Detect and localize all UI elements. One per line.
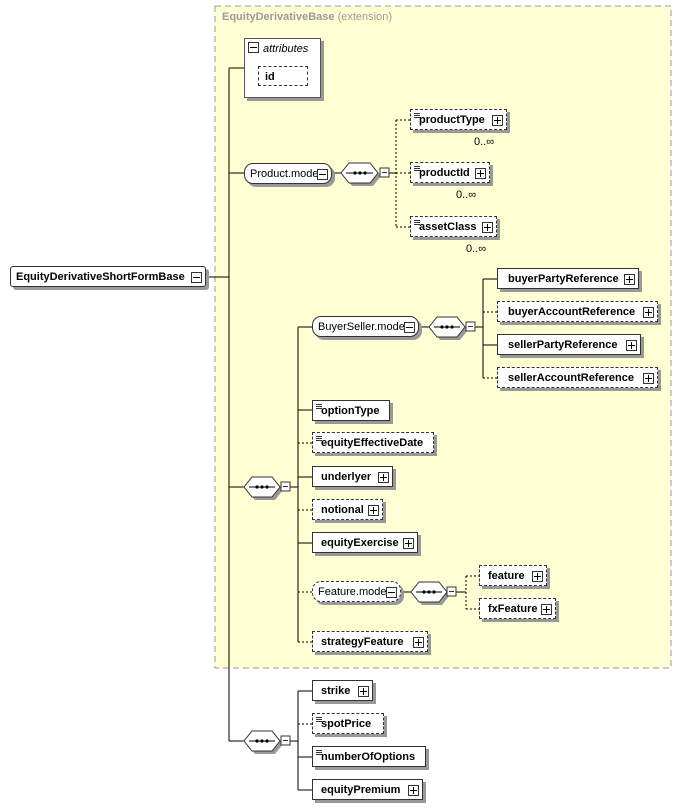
element-label: notional (321, 504, 364, 516)
extension-title: EquityDerivativeBase (extension) (222, 11, 392, 23)
lines-icon (316, 404, 322, 410)
element-label: equityExercise (321, 537, 399, 549)
compositor-toggles (280, 167, 476, 746)
extension-name: EquityDerivativeBase (222, 11, 335, 23)
sequence-compositor-buyerseller (428, 316, 468, 340)
collapse-icon[interactable] (386, 587, 397, 598)
sequence-compositor-main (243, 476, 283, 500)
element-assetClass[interactable]: assetClass (410, 216, 497, 237)
element-label: productId (419, 167, 470, 179)
expand-icon[interactable] (643, 307, 654, 318)
element-optionType[interactable]: optionType (312, 400, 390, 421)
expand-icon[interactable] (541, 604, 552, 615)
product-model-label: Product.model (250, 168, 321, 180)
collapse-icon[interactable] (191, 272, 202, 283)
element-label: strike (321, 685, 351, 697)
element-equityExercise[interactable]: equityExercise (312, 532, 418, 553)
collapse-icon[interactable] (248, 42, 259, 53)
collapse-icon[interactable] (317, 169, 328, 180)
element-label: buyerPartyReference (508, 273, 619, 285)
element-buyerPartyReference[interactable]: buyerPartyReference (497, 268, 639, 289)
expand-icon[interactable] (475, 168, 486, 179)
collapse-icon[interactable] (404, 322, 415, 333)
element-label: fxFeature (488, 603, 538, 615)
expand-icon[interactable] (403, 538, 414, 549)
expand-icon[interactable] (408, 785, 419, 796)
element-label: spotPrice (321, 718, 372, 730)
element-label: numberOfOptions (321, 751, 416, 763)
expand-icon[interactable] (358, 686, 369, 697)
feature-model-group[interactable]: Feature.model (312, 581, 401, 602)
feature-model-label: Feature.model (318, 586, 389, 598)
element-label: sellerAccountReference (508, 372, 634, 384)
element-notional[interactable]: notional (312, 499, 383, 520)
element-label: strategyFeature (321, 636, 404, 648)
element-sellerAccountReference[interactable]: sellerAccountReference (497, 367, 658, 388)
expand-icon[interactable] (378, 472, 389, 483)
element-feature[interactable]: feature (479, 565, 547, 586)
element-label: buyerAccountReference (508, 306, 636, 318)
element-equityEffectiveDate[interactable]: equityEffectiveDate (312, 432, 434, 453)
buyerseller-model-label: BuyerSeller.model (318, 321, 408, 333)
attribute-id[interactable]: id (258, 66, 308, 86)
expand-icon[interactable] (626, 340, 637, 351)
sequence-compositor-feature (410, 581, 450, 605)
element-equityPremium[interactable]: equityPremium (312, 779, 423, 800)
element-label: equityPremium (321, 784, 401, 796)
element-strike[interactable]: strike (312, 680, 373, 701)
element-underlyer[interactable]: underlyer (312, 466, 393, 487)
expand-icon[interactable] (413, 637, 424, 648)
element-label: optionType (321, 405, 380, 417)
element-label: productType (419, 114, 485, 126)
lines-icon (414, 220, 420, 226)
lines-icon (414, 166, 420, 172)
element-label: feature (488, 570, 525, 582)
root-element-label: EquityDerivativeShortFormBase (16, 271, 185, 283)
lines-icon (316, 750, 322, 756)
sequence-compositor-product (340, 162, 381, 186)
product-model-group[interactable]: Product.model (244, 163, 332, 184)
lines-icon (316, 436, 322, 442)
root-element[interactable]: EquityDerivativeShortFormBase (10, 266, 206, 287)
buyerseller-model-group[interactable]: BuyerSeller.model (312, 316, 419, 337)
attributes-box: attributes id (244, 38, 321, 98)
expand-icon[interactable] (643, 373, 654, 384)
element-buyerAccountReference[interactable]: buyerAccountReference (497, 301, 658, 322)
lines-icon (316, 717, 322, 723)
element-spotPrice[interactable]: spotPrice (312, 713, 384, 734)
element-productId[interactable]: productId (410, 162, 490, 183)
expand-icon[interactable] (482, 222, 493, 233)
element-label: assetClass (419, 221, 477, 233)
element-numberOfOptions[interactable]: numberOfOptions (312, 746, 426, 767)
cardinality: 0..∞ (456, 189, 477, 201)
extension-suffix: (extension) (337, 11, 392, 23)
attributes-label: attributes (263, 43, 309, 55)
expand-icon[interactable] (532, 571, 543, 582)
element-label: sellerPartyReference (508, 339, 618, 351)
element-sellerPartyReference[interactable]: sellerPartyReference (497, 334, 641, 355)
expand-icon[interactable] (368, 505, 379, 516)
lines-icon (414, 113, 420, 119)
cardinality: 0..∞ (474, 136, 495, 148)
sequence-compositor-bottom (243, 730, 283, 754)
expand-icon[interactable] (624, 274, 635, 285)
element-fxFeature[interactable]: fxFeature (479, 598, 556, 619)
element-strategyFeature[interactable]: strategyFeature (312, 631, 428, 652)
attributes-header[interactable]: attributes (248, 41, 308, 55)
element-label: underlyer (321, 471, 372, 483)
connector-lines (206, 67, 497, 791)
expand-icon[interactable] (492, 115, 503, 126)
cardinality: 0..∞ (466, 243, 487, 255)
element-productType[interactable]: productType (410, 109, 507, 130)
element-label: equityEffectiveDate (321, 437, 424, 449)
